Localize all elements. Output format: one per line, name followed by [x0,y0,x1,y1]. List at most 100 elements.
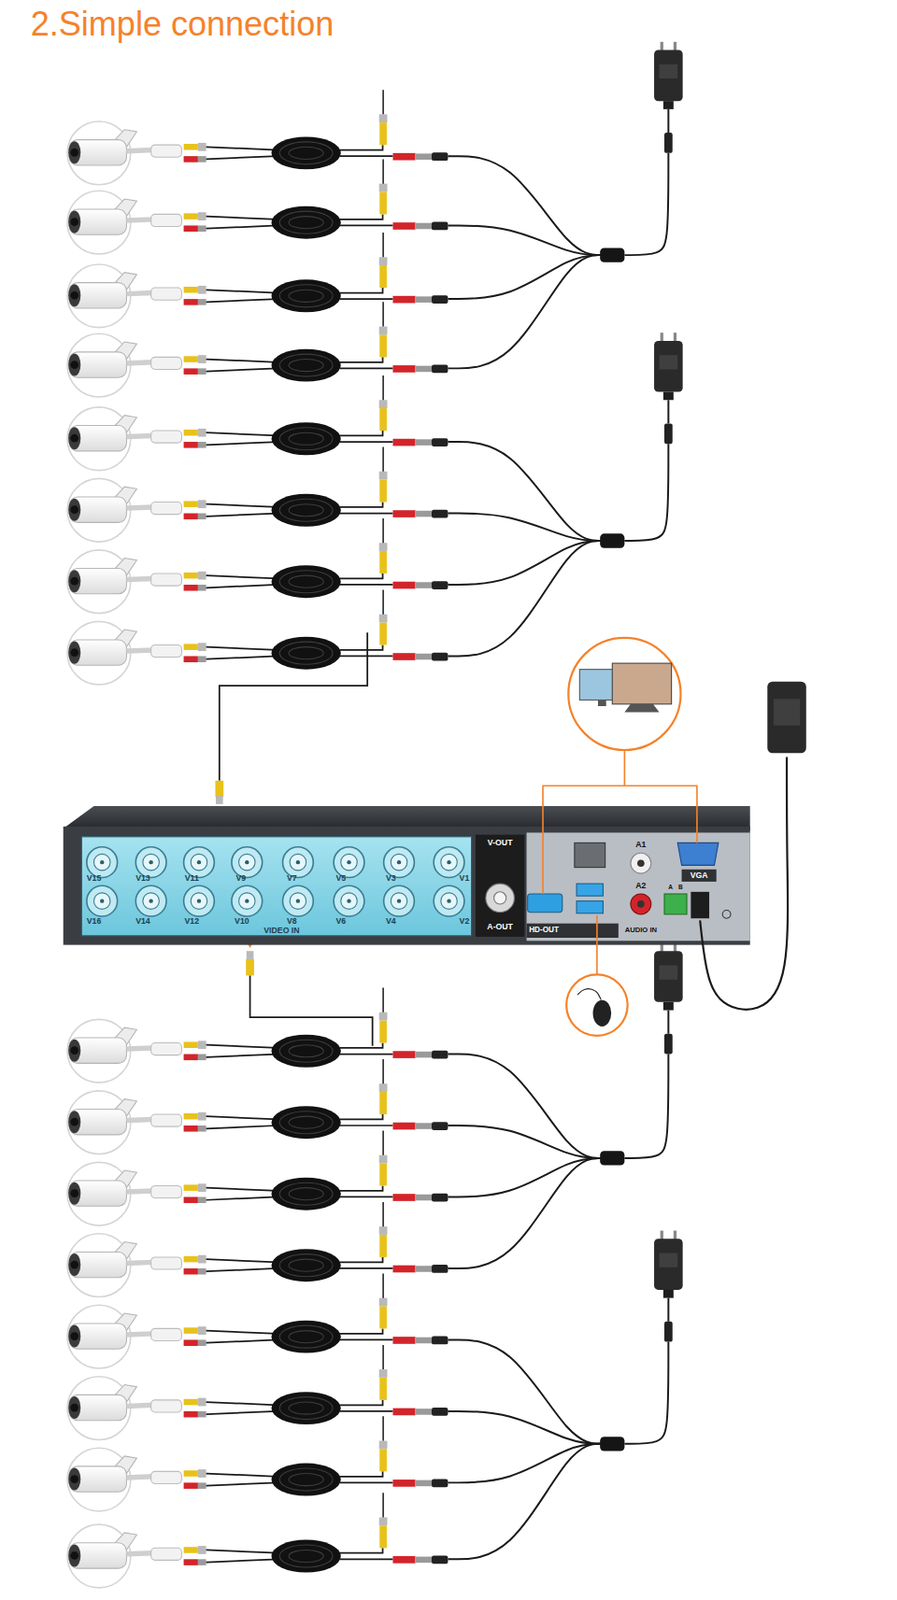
bnc-socket-core [441,893,457,910]
camera-lens-glass [70,434,79,443]
video-plug [379,1020,387,1043]
audio-socket [630,853,652,874]
dc-plug [415,1123,432,1130]
power-plug [392,439,415,447]
cable [206,647,278,651]
cable [340,1400,384,1406]
bnc-socket [231,847,263,879]
camera-lens [68,498,81,522]
camera-lens-glass [70,1404,79,1413]
dc-plug [198,1559,207,1567]
camera-halo [67,1234,131,1298]
power-plug [392,296,415,304]
usb-port [576,883,603,897]
label-band [526,924,619,939]
adapter-sticker [773,698,800,726]
camera-row [67,232,448,328]
cable [340,213,384,219]
channel-label: V5 [335,874,346,883]
dc-plug [198,513,207,521]
bnc-plug [379,471,388,481]
dc-plug [198,156,207,163]
cable [382,988,385,1013]
dc-plug [415,223,432,230]
camera-halo [67,621,131,685]
coil-turn [288,575,324,588]
bnc-plug [379,113,388,123]
bnc-socket [184,847,215,879]
bnc-plug [379,184,388,193]
camera-lens-glass [70,217,79,227]
video-plug [379,191,387,214]
power-cable [667,109,670,133]
camera-row [67,1273,448,1369]
channel-label: V16 [86,917,102,926]
coil-turn [279,1111,333,1135]
video-lead [219,632,368,781]
coil-turn [279,1182,333,1206]
power-cable [447,1158,604,1269]
cable [206,216,278,220]
camera-row [67,301,448,398]
pigtail-cable [126,1405,153,1407]
cable-coil [271,206,342,240]
channel-label: V1 [459,874,470,883]
bnc-pin [296,898,300,903]
cable [340,368,394,371]
cable [206,1339,278,1343]
pigtail-cable [126,1477,153,1479]
power-plug [184,1054,199,1062]
camera-lens [68,1396,81,1420]
camera-lens-glass [70,648,79,657]
bnc-socket [231,885,263,917]
cable [382,447,385,472]
power-plug [392,1337,415,1345]
power-plug [184,584,199,592]
video-plug [184,1184,199,1192]
bnc-socket-core [441,854,457,870]
dc-plug [415,1266,432,1273]
diagram-title: 2.Simple connection [30,3,334,44]
power-cable [447,156,604,256]
cable [340,1339,394,1342]
power-cable [447,441,604,542]
power-plug [392,510,415,518]
bnc-plug [379,542,388,552]
camera-lens-glass [70,1475,79,1484]
dc-plug [431,295,448,304]
channel-label: V7 [286,874,298,883]
power-cable [447,225,604,256]
port-label: AUDIO IN [625,926,657,935]
bnc-plug [198,1255,207,1265]
dc-plug [198,1482,207,1490]
cable-coil [271,1178,342,1211]
power-cable [667,1298,670,1323]
cable-coil [271,637,342,670]
adapter-sticker [659,355,679,370]
coil-turn [288,289,324,302]
dc-plug [431,438,448,447]
dc-plug [431,510,448,519]
cable [382,518,385,543]
channel-label: V11 [185,874,200,883]
video-plug [379,265,387,288]
port-label: VIDEO IN [263,926,299,936]
cable [340,1548,384,1553]
camera-halo [67,1448,131,1512]
bnc-plug [379,1298,388,1308]
pigtail-junction [151,1400,183,1413]
video-plug [184,213,199,220]
power-plug [392,1480,415,1488]
dvr-front [63,826,751,946]
cable [206,1259,278,1263]
dc-plug [198,584,207,592]
coil-turn [288,359,324,372]
leader-line [542,785,698,895]
camera-row [67,1345,448,1441]
coil-turn [279,498,333,522]
cable-coil [271,1321,342,1354]
cable [382,1493,385,1518]
camera-row [67,1130,448,1226]
